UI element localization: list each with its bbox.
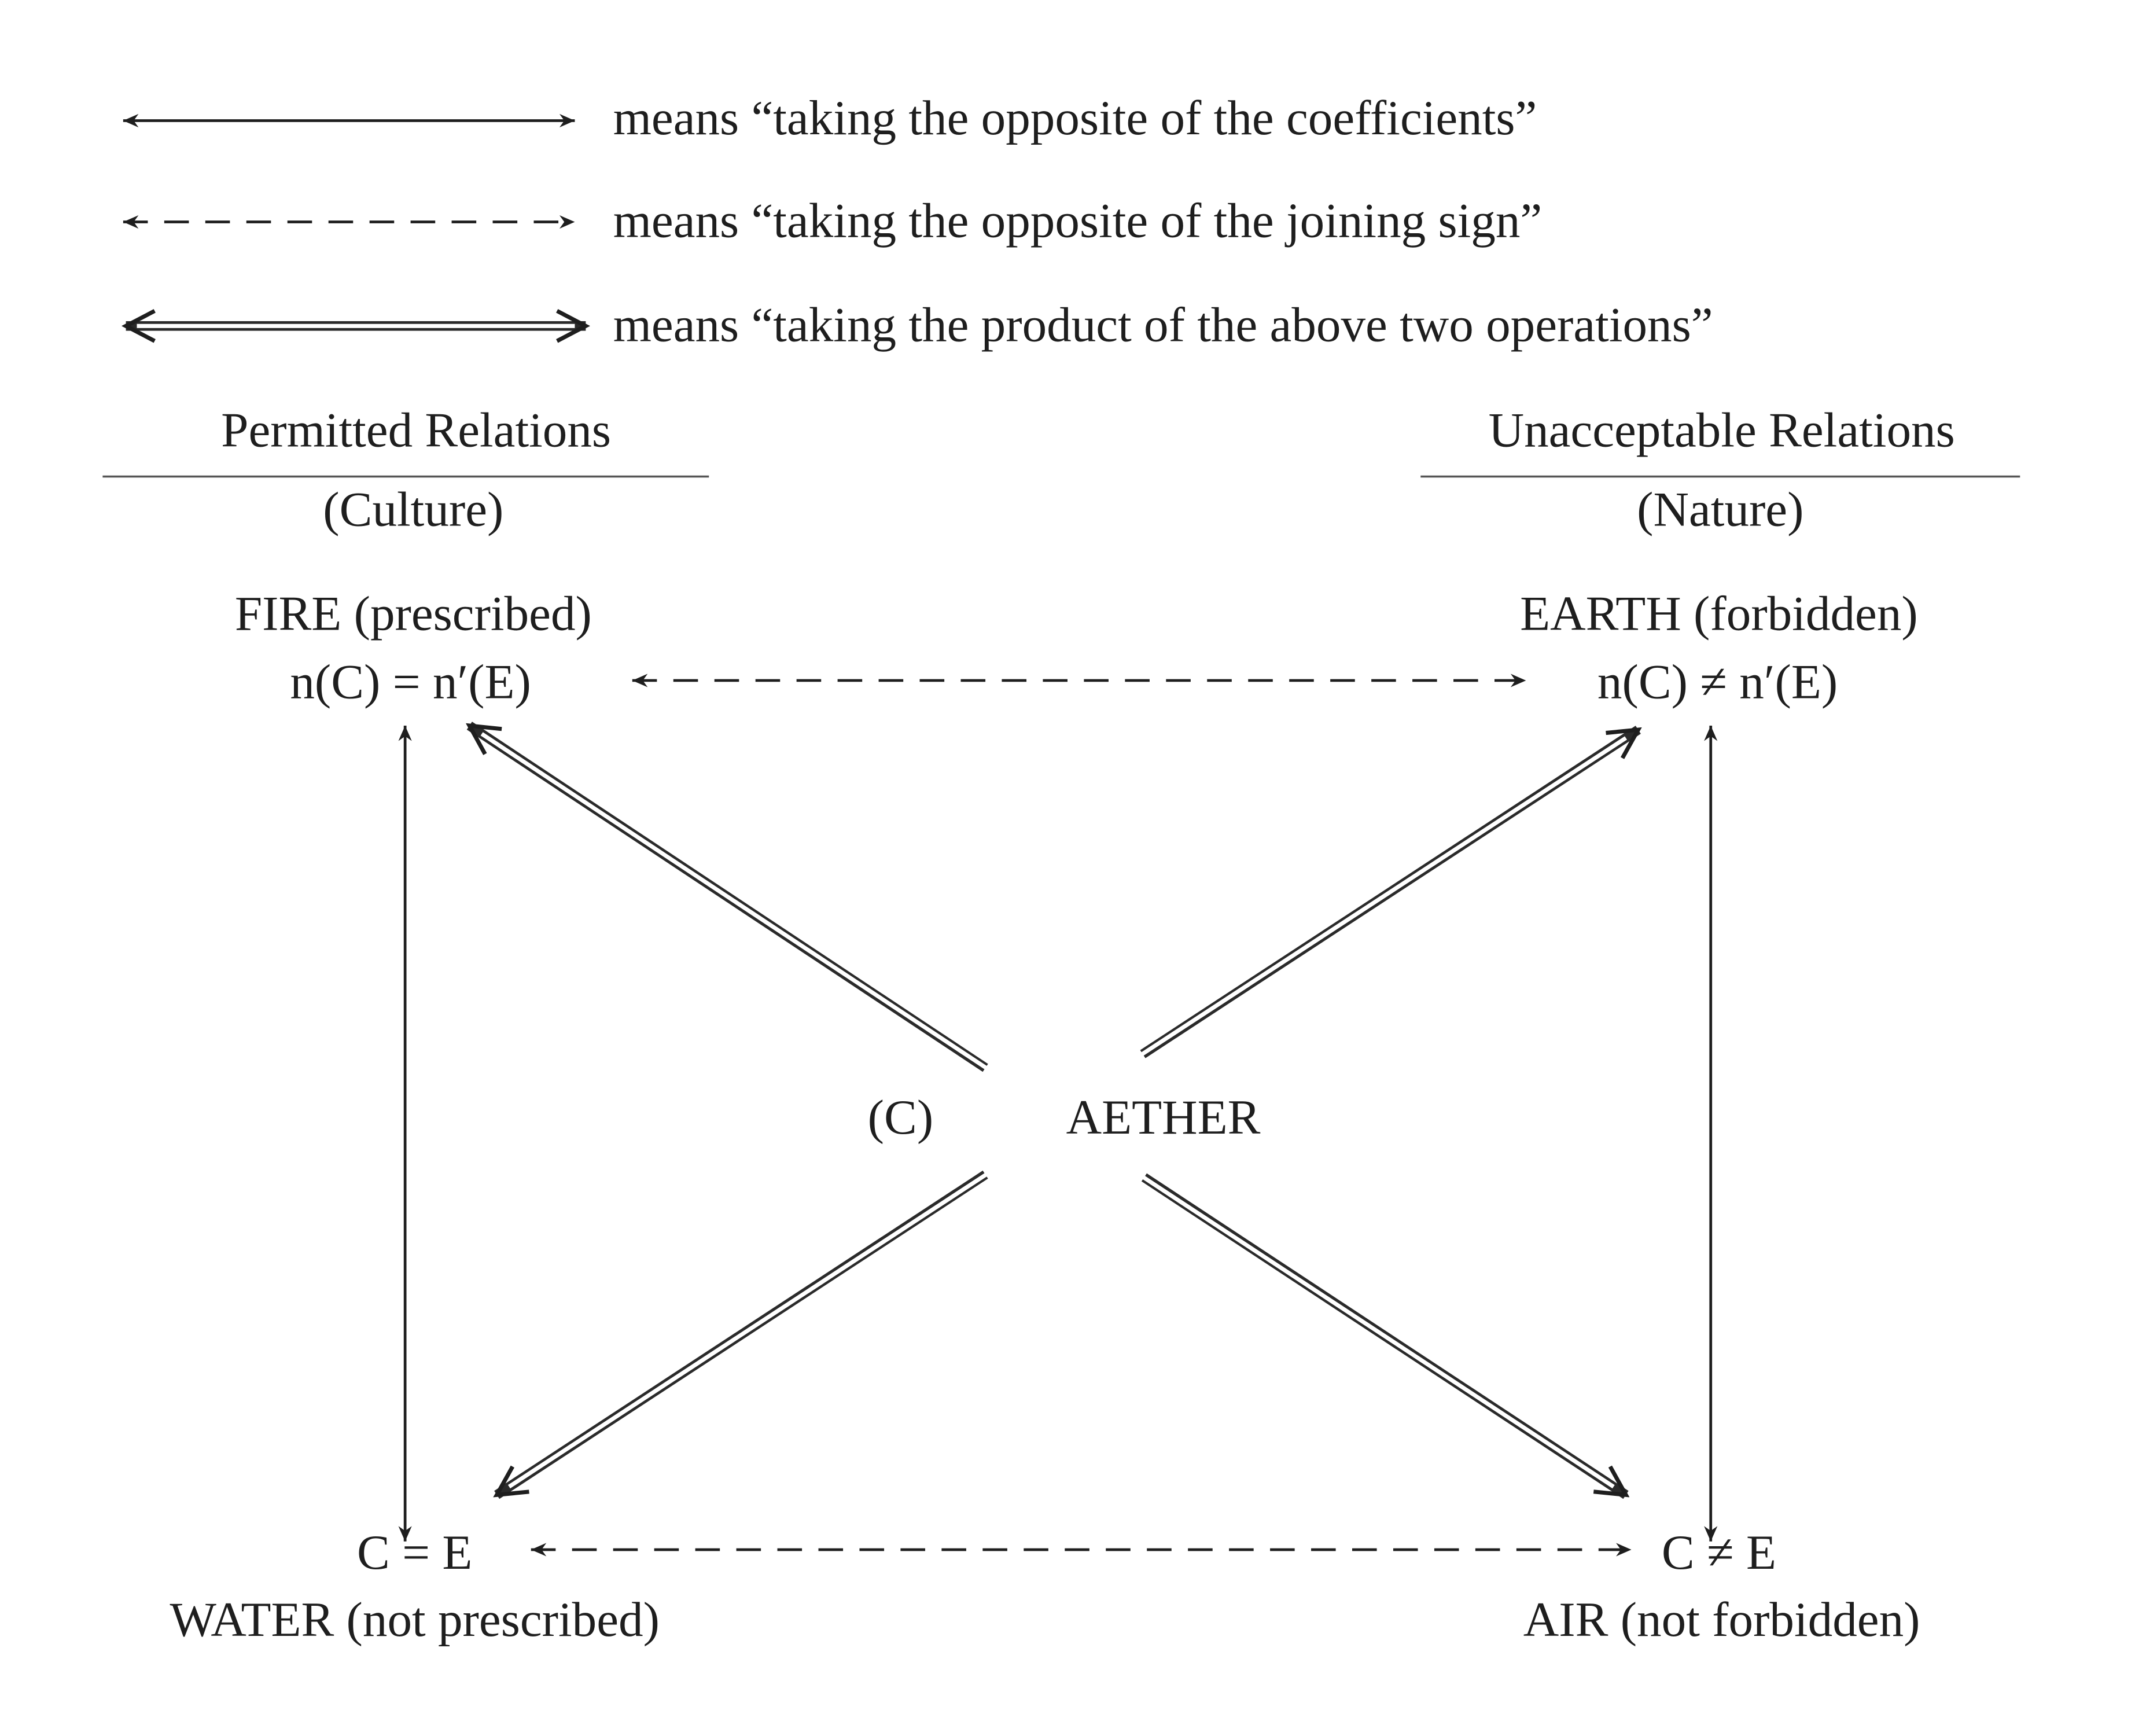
legend-text-product: means “taking the product of the above t…: [613, 297, 1713, 352]
legend-text-joining-sign: means “taking the opposite of the joinin…: [613, 194, 1543, 248]
air-label: AIR (not forbidden): [1523, 1592, 1920, 1647]
legend-text-coefficients: means “taking the opposite of the coeffi…: [613, 91, 1537, 145]
aether-fire-double-arrow: [469, 722, 989, 1072]
air-formula: C ≠ E: [1662, 1525, 1776, 1580]
water-label: WATER (not prescribed): [170, 1592, 660, 1647]
culture-subheading: (Culture): [323, 483, 503, 537]
unacceptable-relations-heading: Unacceptable Relations: [1489, 403, 1955, 457]
earth-label: EARTH (forbidden): [1520, 586, 1918, 641]
aether-label: AETHER: [1066, 1090, 1261, 1145]
nature-subheading: (Nature): [1637, 483, 1803, 537]
fire-label: FIRE (prescribed): [235, 586, 592, 641]
water-formula: C = E: [357, 1525, 472, 1580]
aether-air-double-arrow: [1140, 1173, 1626, 1499]
permitted-relations-heading: Permitted Relations: [221, 403, 611, 457]
aether-water-double-arrow: [497, 1170, 989, 1499]
legend: means “taking the opposite of the coeffi…: [123, 91, 1713, 352]
earth-formula: n(C) ≠ n′(E): [1597, 655, 1838, 709]
aether-prefix: (C): [868, 1090, 934, 1145]
fire-formula: n(C) = n′(E): [290, 655, 531, 709]
aether-earth-double-arrow: [1139, 726, 1638, 1058]
